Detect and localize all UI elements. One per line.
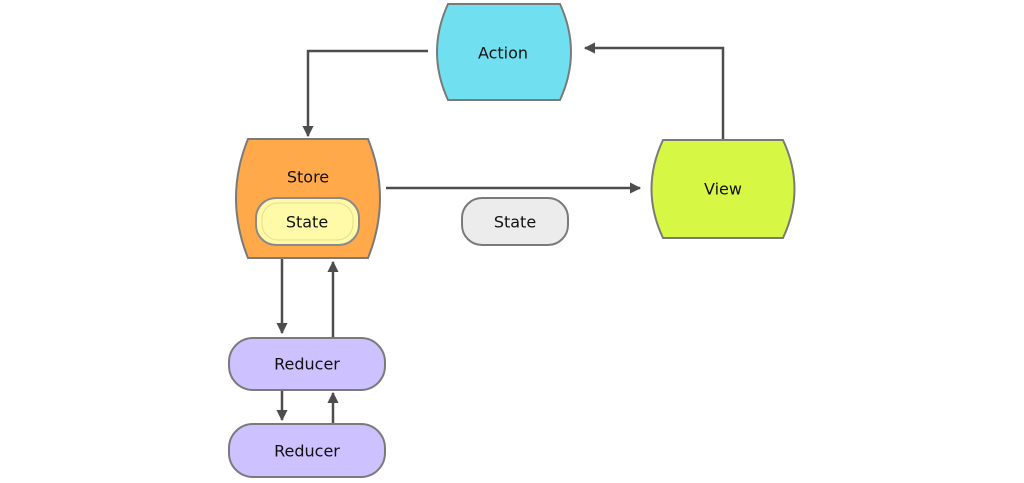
edge-view-to-action — [583, 42, 725, 140]
reducer-1-label: Reducer — [274, 355, 340, 374]
state-payload-shape — [461, 197, 569, 246]
edge-action-to-store — [302, 49, 428, 138]
reducer-1-shape — [228, 337, 386, 391]
reducer-2-label: Reducer — [274, 442, 340, 461]
view-node: View — [650, 139, 796, 239]
store-node: Store State — [235, 138, 381, 259]
action-label: Action — [478, 44, 528, 63]
reducer-node-2: Reducer — [228, 423, 386, 478]
edges — [276, 42, 725, 424]
store-state-inner-shape — [261, 202, 354, 241]
state-payload-node: State — [461, 197, 569, 246]
store-state-label: State — [286, 213, 328, 232]
store-label: Store — [287, 168, 329, 187]
view-label: View — [704, 180, 742, 199]
action-node-shape — [436, 3, 572, 101]
reducer-node-1: Reducer — [228, 337, 386, 391]
action-node: Action — [436, 3, 572, 101]
reducer-2-shape — [228, 423, 386, 478]
view-node-shape — [650, 139, 796, 239]
state-payload-label: State — [494, 213, 536, 232]
